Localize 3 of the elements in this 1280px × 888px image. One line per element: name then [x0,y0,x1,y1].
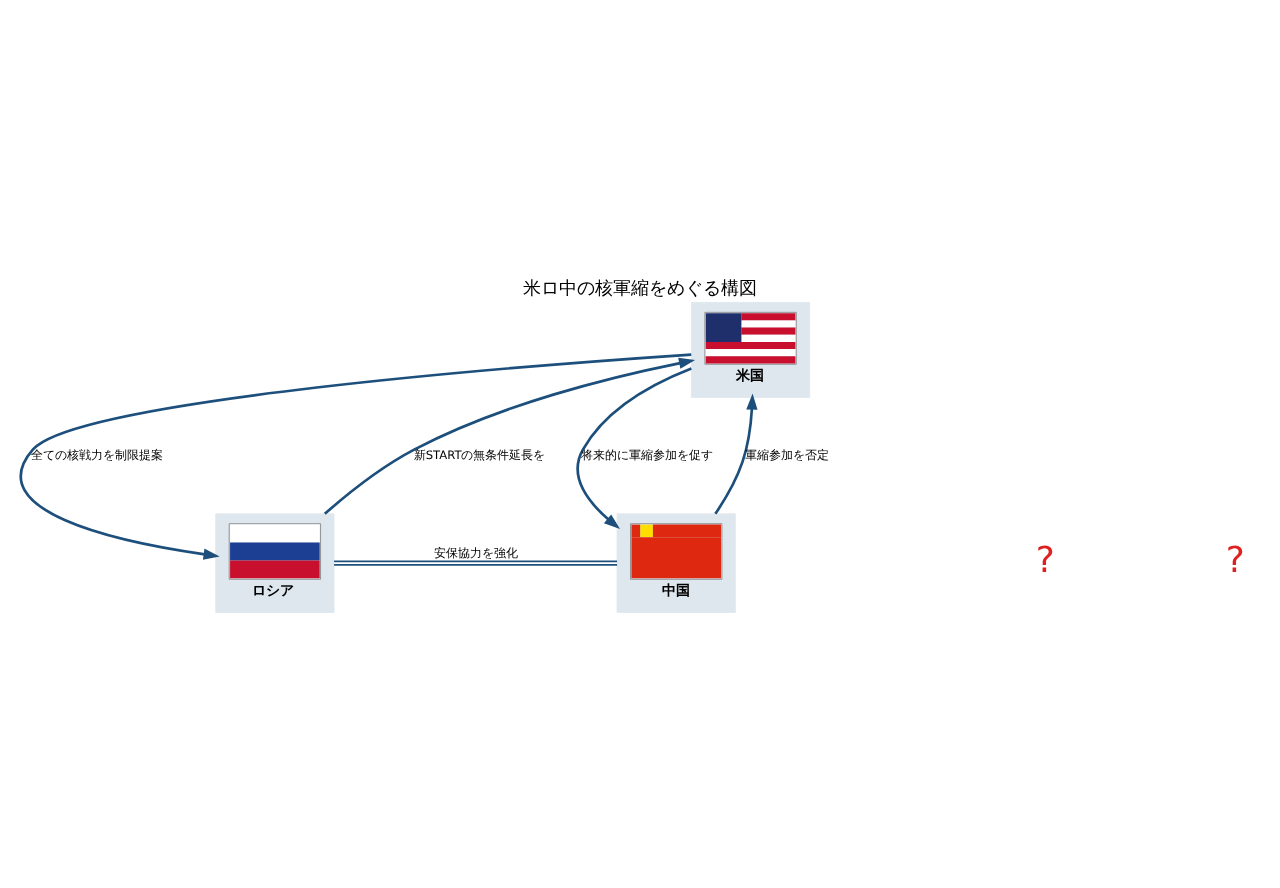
diagram-title: 米ロ中の核軍縮をめぐる構図 [523,279,757,300]
label: ? [1035,540,1055,583]
label: ? [1225,540,1245,583]
